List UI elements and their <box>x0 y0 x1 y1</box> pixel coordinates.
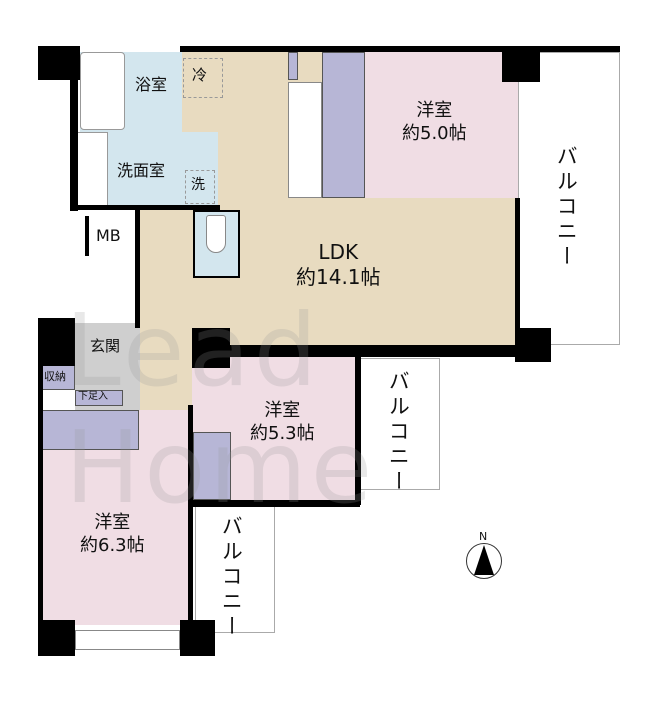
bedroom-3-label: 洋室約6.3帖 <box>80 512 145 557</box>
hallway <box>140 208 192 413</box>
wall <box>38 318 43 638</box>
watermark: Lead Home <box>65 292 377 526</box>
balcony-right-label: バルコニー <box>554 145 579 270</box>
wall <box>38 318 75 366</box>
bedroom-2-name: 洋室 <box>264 400 301 421</box>
washer-space <box>185 170 215 204</box>
bedroom-2-label: 洋室約5.3帖 <box>250 400 315 445</box>
washroom-label: 洗面室 <box>117 161 166 180</box>
washer-label: 洗 <box>191 177 205 193</box>
wall <box>188 405 193 625</box>
kitchen-shelf <box>288 52 298 80</box>
wall <box>70 205 220 210</box>
balcony-bottom <box>195 505 275 633</box>
bedroom-3-closet <box>42 410 139 450</box>
wall <box>515 328 551 362</box>
ldk-name: LDK <box>318 240 359 264</box>
wall <box>192 328 230 368</box>
toilet-icon <box>206 215 226 253</box>
wall <box>192 500 360 507</box>
bedroom-3-size: 約6.3帖 <box>80 534 145 556</box>
storage-label: 収納 <box>44 370 66 383</box>
wall <box>135 208 140 328</box>
bedroom-1-size: 約5.0帖 <box>402 122 467 144</box>
compass <box>466 543 502 579</box>
kitchen-counter <box>288 82 322 198</box>
wall <box>70 46 78 211</box>
refrigerator-label: 冷 <box>192 66 208 84</box>
bedroom-2-closet <box>193 432 231 500</box>
wall <box>38 620 75 656</box>
kitchen-cabinet <box>322 52 365 198</box>
ldk-size: 約14.1帖 <box>296 265 381 289</box>
mb-space <box>85 216 135 256</box>
balcony-right <box>518 52 620 345</box>
bedroom-1-label: 洋室約5.0帖 <box>402 100 467 145</box>
bedroom-1-name: 洋室 <box>416 100 453 121</box>
window <box>75 630 180 650</box>
bathtub-icon <box>80 52 125 130</box>
bedroom-3-name: 洋室 <box>94 512 131 533</box>
balcony-middle <box>360 358 440 490</box>
compass-label: N <box>479 530 488 543</box>
north-arrow-icon <box>474 545 494 575</box>
vanity-icon <box>75 132 108 206</box>
wall <box>180 620 215 656</box>
wall <box>230 345 520 357</box>
refrigerator-space <box>183 58 223 98</box>
wall <box>515 198 520 328</box>
bedroom-1 <box>365 52 518 198</box>
balcony-bottom-label: バルコニー <box>219 515 244 640</box>
shoe-cabinet <box>75 390 123 406</box>
bath-label: 浴室 <box>135 75 168 94</box>
shoe-cabinet-label: 下足入 <box>78 391 108 402</box>
wall <box>355 345 361 505</box>
wall <box>180 46 620 52</box>
bedroom-2-size: 約5.3帖 <box>250 422 315 444</box>
entrance-label: 玄関 <box>90 337 121 355</box>
wall <box>502 46 540 82</box>
mb-label: MB <box>96 226 121 245</box>
balcony-middle-label: バルコニー <box>386 370 411 495</box>
